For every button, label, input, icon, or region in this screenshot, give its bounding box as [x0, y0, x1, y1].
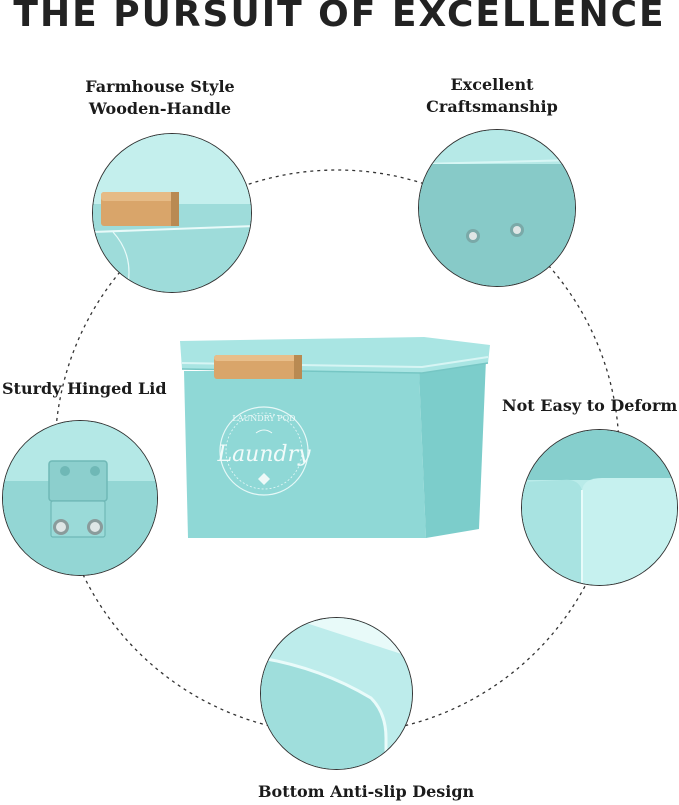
feature-label-not-deform: Not Easy to Deform	[502, 396, 678, 415]
feature-label-craftsmanship: Excellent Craftsmanship	[424, 74, 560, 118]
feature-label-wooden-handle: Farmhouse Style Wooden-Handle	[80, 76, 240, 120]
detail-image-hinged-lid	[2, 420, 158, 576]
feature-label-line: Farmhouse Style	[85, 77, 235, 96]
detail-image-not-deform	[521, 429, 678, 586]
detail-image-craftsmanship	[418, 129, 576, 287]
feature-label-line: Excellent	[450, 75, 534, 94]
feature-label-line: Wooden-Handle	[88, 99, 232, 118]
detail-image-wooden-handle	[92, 133, 252, 293]
feature-label-anti-slip: Bottom Anti-slip Design	[258, 782, 475, 801]
laundry-box-product-image: LAUNDRY POD Laundry	[174, 333, 494, 543]
detail-image-anti-slip	[260, 617, 413, 770]
page-title: THE PURSUIT OF EXCELLENCE	[13, 0, 666, 35]
emblem-top-text: LAUNDRY POD	[232, 414, 295, 423]
emblem-laundry-text: Laundry	[216, 442, 311, 467]
feature-label-hinged-lid: Sturdy Hinged Lid	[2, 379, 167, 398]
feature-label-line: Craftsmanship	[426, 97, 558, 116]
